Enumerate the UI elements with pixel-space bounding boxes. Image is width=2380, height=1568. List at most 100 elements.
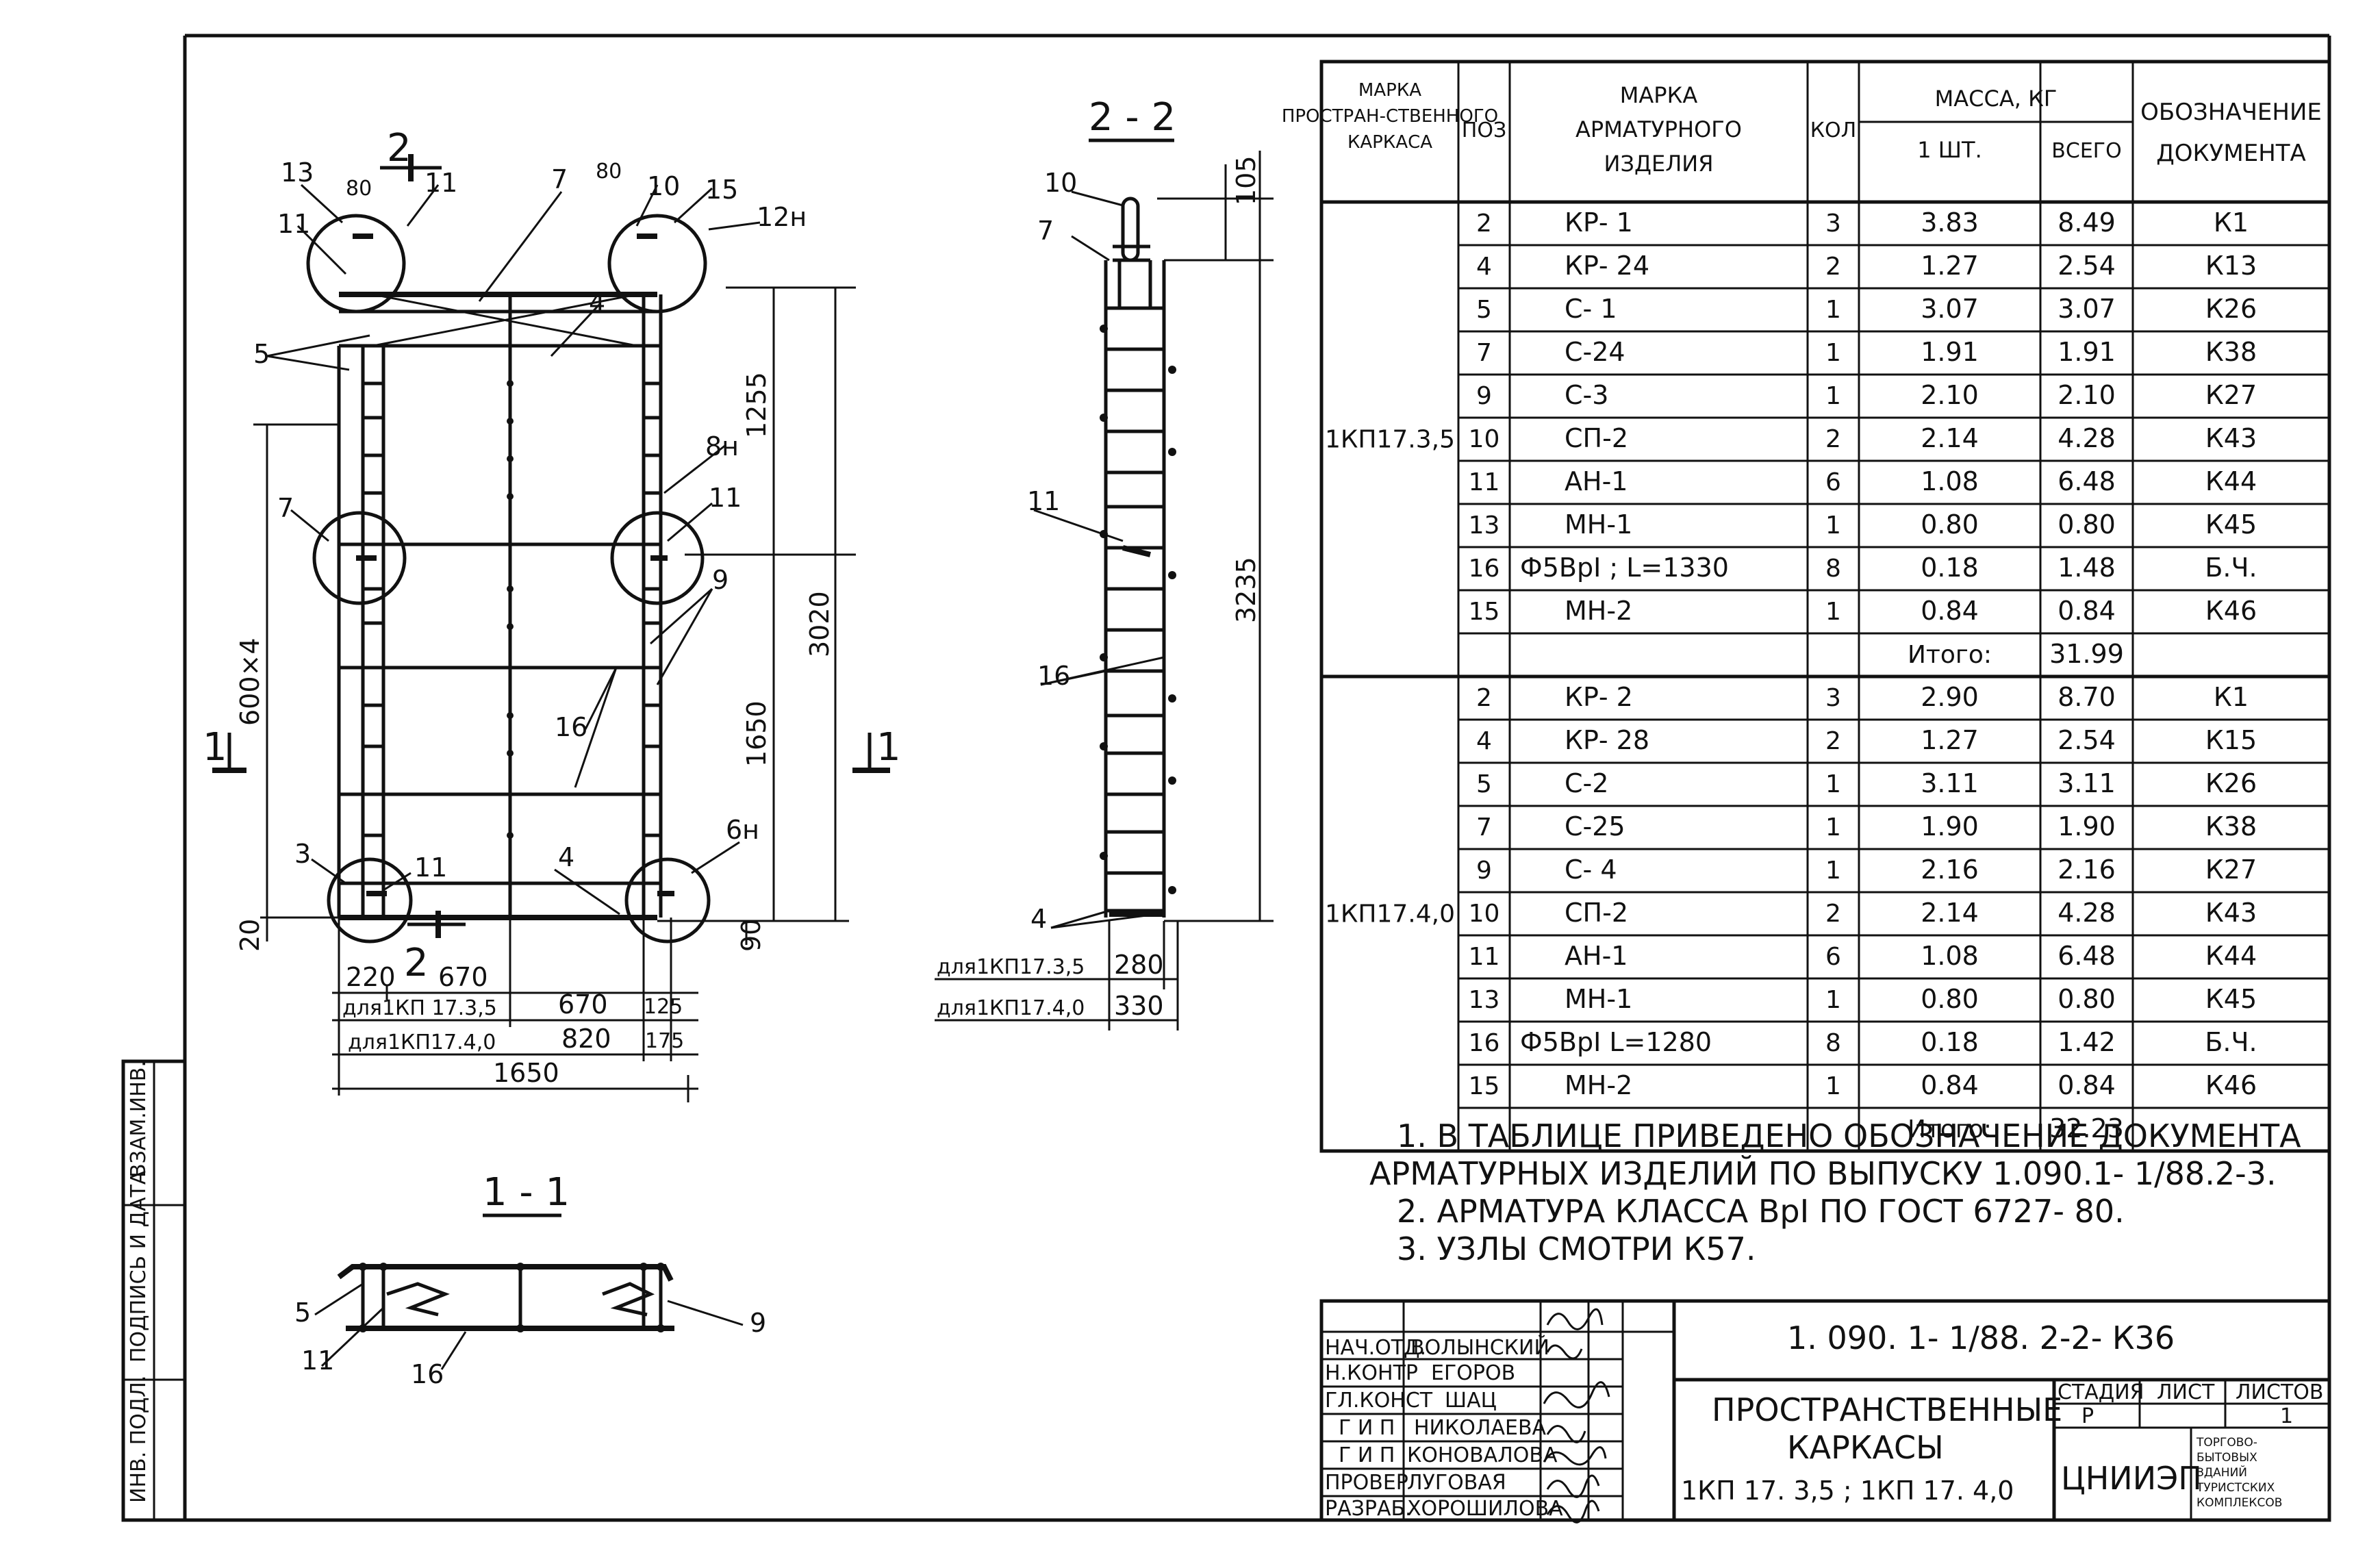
row-doc: К44 bbox=[2205, 466, 2257, 496]
row-poz: 4 bbox=[1476, 253, 1492, 281]
person-konovalova: КОНОВАЛОВА bbox=[1407, 1443, 1558, 1467]
row-mass-sht: 0.18 bbox=[1921, 1027, 1979, 1057]
row-kol: 1 bbox=[1825, 1072, 1841, 1100]
sheets-header: ЛИСТОВ bbox=[2236, 1380, 2323, 1404]
row-poz: 9 bbox=[1476, 857, 1492, 885]
row-doc: Б.Ч. bbox=[2205, 553, 2257, 583]
role-gip-2: Г И П bbox=[1339, 1443, 1395, 1467]
row-mass-sht: 3.07 bbox=[1921, 294, 1979, 324]
signatures bbox=[1543, 1308, 1610, 1523]
plan-callout-8n: 8н bbox=[705, 431, 739, 461]
plan-callout-15: 15 bbox=[705, 175, 738, 205]
notes: 1. В ТАБЛИЦЕ ПРИВЕДЕНО ОБОЗНАЧЕНИЕ ДОКУМ… bbox=[1369, 1117, 2301, 1267]
plan-callout-7b: 7 bbox=[277, 493, 294, 523]
doc-code: 1. 090. 1- 1/88. 2-2- К36 bbox=[1787, 1319, 2175, 1356]
cut-mark-1-right: 1 bbox=[852, 725, 901, 773]
dim-1255: 1255 bbox=[742, 372, 772, 438]
row-mass-sht: 1.27 bbox=[1921, 251, 1979, 281]
row-doc: К15 bbox=[2205, 725, 2257, 755]
row-izdelie: С- 1 bbox=[1565, 294, 1617, 324]
plan-callout-6n: 6н bbox=[726, 815, 759, 845]
person-volynsky: ВОЛЫНСКИЙ bbox=[1410, 1335, 1549, 1360]
row-doc: К13 bbox=[2205, 251, 2257, 281]
row-mass-vsego: 8.70 bbox=[2058, 682, 2116, 712]
header-massa: МАССА, КГ bbox=[1935, 86, 2058, 112]
row-kol: 1 bbox=[1825, 986, 1841, 1014]
row-izdelie: С-3 bbox=[1565, 380, 1608, 410]
svg-text:1: 1 bbox=[876, 725, 901, 770]
org-note-1: ТОРГОВО- bbox=[2196, 1436, 2257, 1450]
row-izdelie: С-2 bbox=[1565, 768, 1608, 798]
header-sht: 1 ШТ. bbox=[1917, 137, 1982, 163]
row-kol: 2 bbox=[1825, 727, 1841, 755]
row-kol: 1 bbox=[1825, 770, 1841, 798]
row-mass-sht: 1.91 bbox=[1921, 337, 1979, 367]
row-doc: К45 bbox=[2205, 984, 2257, 1014]
dim-220: 220 bbox=[346, 962, 396, 992]
row-doc: К46 bbox=[2205, 1070, 2257, 1100]
total-label: Итого: bbox=[1908, 1115, 1992, 1143]
row-doc: К43 bbox=[2205, 423, 2257, 453]
row-poz: 9 bbox=[1476, 382, 1492, 410]
header-marka-0: МАРКА bbox=[1358, 80, 1421, 101]
row-mass-sht: 2.10 bbox=[1921, 380, 1979, 410]
row-doc: К1 bbox=[2214, 207, 2249, 238]
dim-600x4: 600×4 bbox=[235, 637, 265, 726]
row-doc: К46 bbox=[2205, 596, 2257, 626]
row-kol: 1 bbox=[1825, 339, 1841, 367]
row-izdelie: МН-2 bbox=[1565, 596, 1632, 626]
plan-callout-3: 3 bbox=[294, 839, 311, 869]
dim-3020: 3020 bbox=[805, 591, 835, 657]
s11-callout-16: 16 bbox=[411, 1359, 444, 1389]
svg-text:2: 2 bbox=[387, 126, 412, 170]
section-1-1-title: 1 - 1 bbox=[483, 1170, 570, 1215]
plan-callout-11b: 11 bbox=[277, 209, 310, 239]
total-label: Итого: bbox=[1908, 641, 1992, 669]
row-mass-vsego: 6.48 bbox=[2058, 466, 2116, 496]
cut-mark-2-top: 2 bbox=[380, 126, 442, 181]
row-izdelie: С-25 bbox=[1565, 811, 1625, 842]
cut-mark-1-left: 1 bbox=[203, 725, 246, 773]
row-kol: 6 bbox=[1825, 943, 1841, 971]
row-poz: 5 bbox=[1476, 296, 1492, 324]
row-poz: 15 bbox=[1469, 598, 1500, 626]
sheet-header: ЛИСТ bbox=[2157, 1380, 2215, 1404]
row-mass-sht: 1.08 bbox=[1921, 466, 1979, 496]
role-n-kontr: Н.КОНТР bbox=[1325, 1361, 1418, 1385]
row-doc: К26 bbox=[2205, 294, 2257, 324]
row-kol: 1 bbox=[1825, 511, 1841, 540]
row-mass-vsego: 0.84 bbox=[2058, 596, 2116, 626]
note-1-cont: АРМАТУРНЫХ ИЗДЕЛИЙ ПО ВЫПУСКУ 1.090.1- 1… bbox=[1369, 1155, 2277, 1192]
role-nach-otd: НАЧ.ОТД. bbox=[1325, 1336, 1426, 1360]
row-doc: К38 bbox=[2205, 337, 2257, 367]
row-poz: 4 bbox=[1476, 727, 1492, 755]
s22-callout-7: 7 bbox=[1037, 216, 1054, 246]
dim-1650: 1650 bbox=[493, 1058, 559, 1088]
row-poz: 13 bbox=[1469, 986, 1500, 1014]
row-kol: 1 bbox=[1825, 382, 1841, 410]
role-razrab: РАЗРАБ. bbox=[1325, 1497, 1412, 1521]
dim-1650-vertical: 1650 bbox=[742, 700, 772, 767]
note-1: 1. В ТАБЛИЦЕ ПРИВЕДЕНО ОБОЗНАЧЕНИЕ ДОКУМ… bbox=[1397, 1117, 2301, 1154]
row-mass-vsego: 4.28 bbox=[2058, 898, 2116, 928]
row-kol: 1 bbox=[1825, 598, 1841, 626]
row-mass-vsego: 2.54 bbox=[2058, 725, 2116, 755]
row-doc: К26 bbox=[2205, 768, 2257, 798]
row-mass-sht: 3.83 bbox=[1921, 207, 1979, 238]
row-doc: К27 bbox=[2205, 855, 2257, 885]
person-shats: ШАЦ bbox=[1445, 1389, 1497, 1413]
dim-820: 820 bbox=[561, 1024, 611, 1054]
header-kol: КОЛ bbox=[1810, 118, 1856, 142]
row-doc: К38 bbox=[2205, 811, 2257, 842]
stamp-podpis: ПОДПИСЬ И ДАТА bbox=[127, 1170, 151, 1363]
header-izdelie-0: МАРКА bbox=[1620, 82, 1698, 108]
row-poz: 2 bbox=[1476, 684, 1492, 712]
row-mass-vsego: 4.28 bbox=[2058, 423, 2116, 453]
header-izdelie-1: АРМАТУРНОГО bbox=[1575, 116, 1742, 142]
person-lugovaya: ЛУГОВАЯ bbox=[1407, 1471, 1506, 1495]
dim-for-1kp40: для1КП17.4,0 bbox=[348, 1030, 496, 1054]
row-mass-sht: 0.84 bbox=[1921, 596, 1979, 626]
